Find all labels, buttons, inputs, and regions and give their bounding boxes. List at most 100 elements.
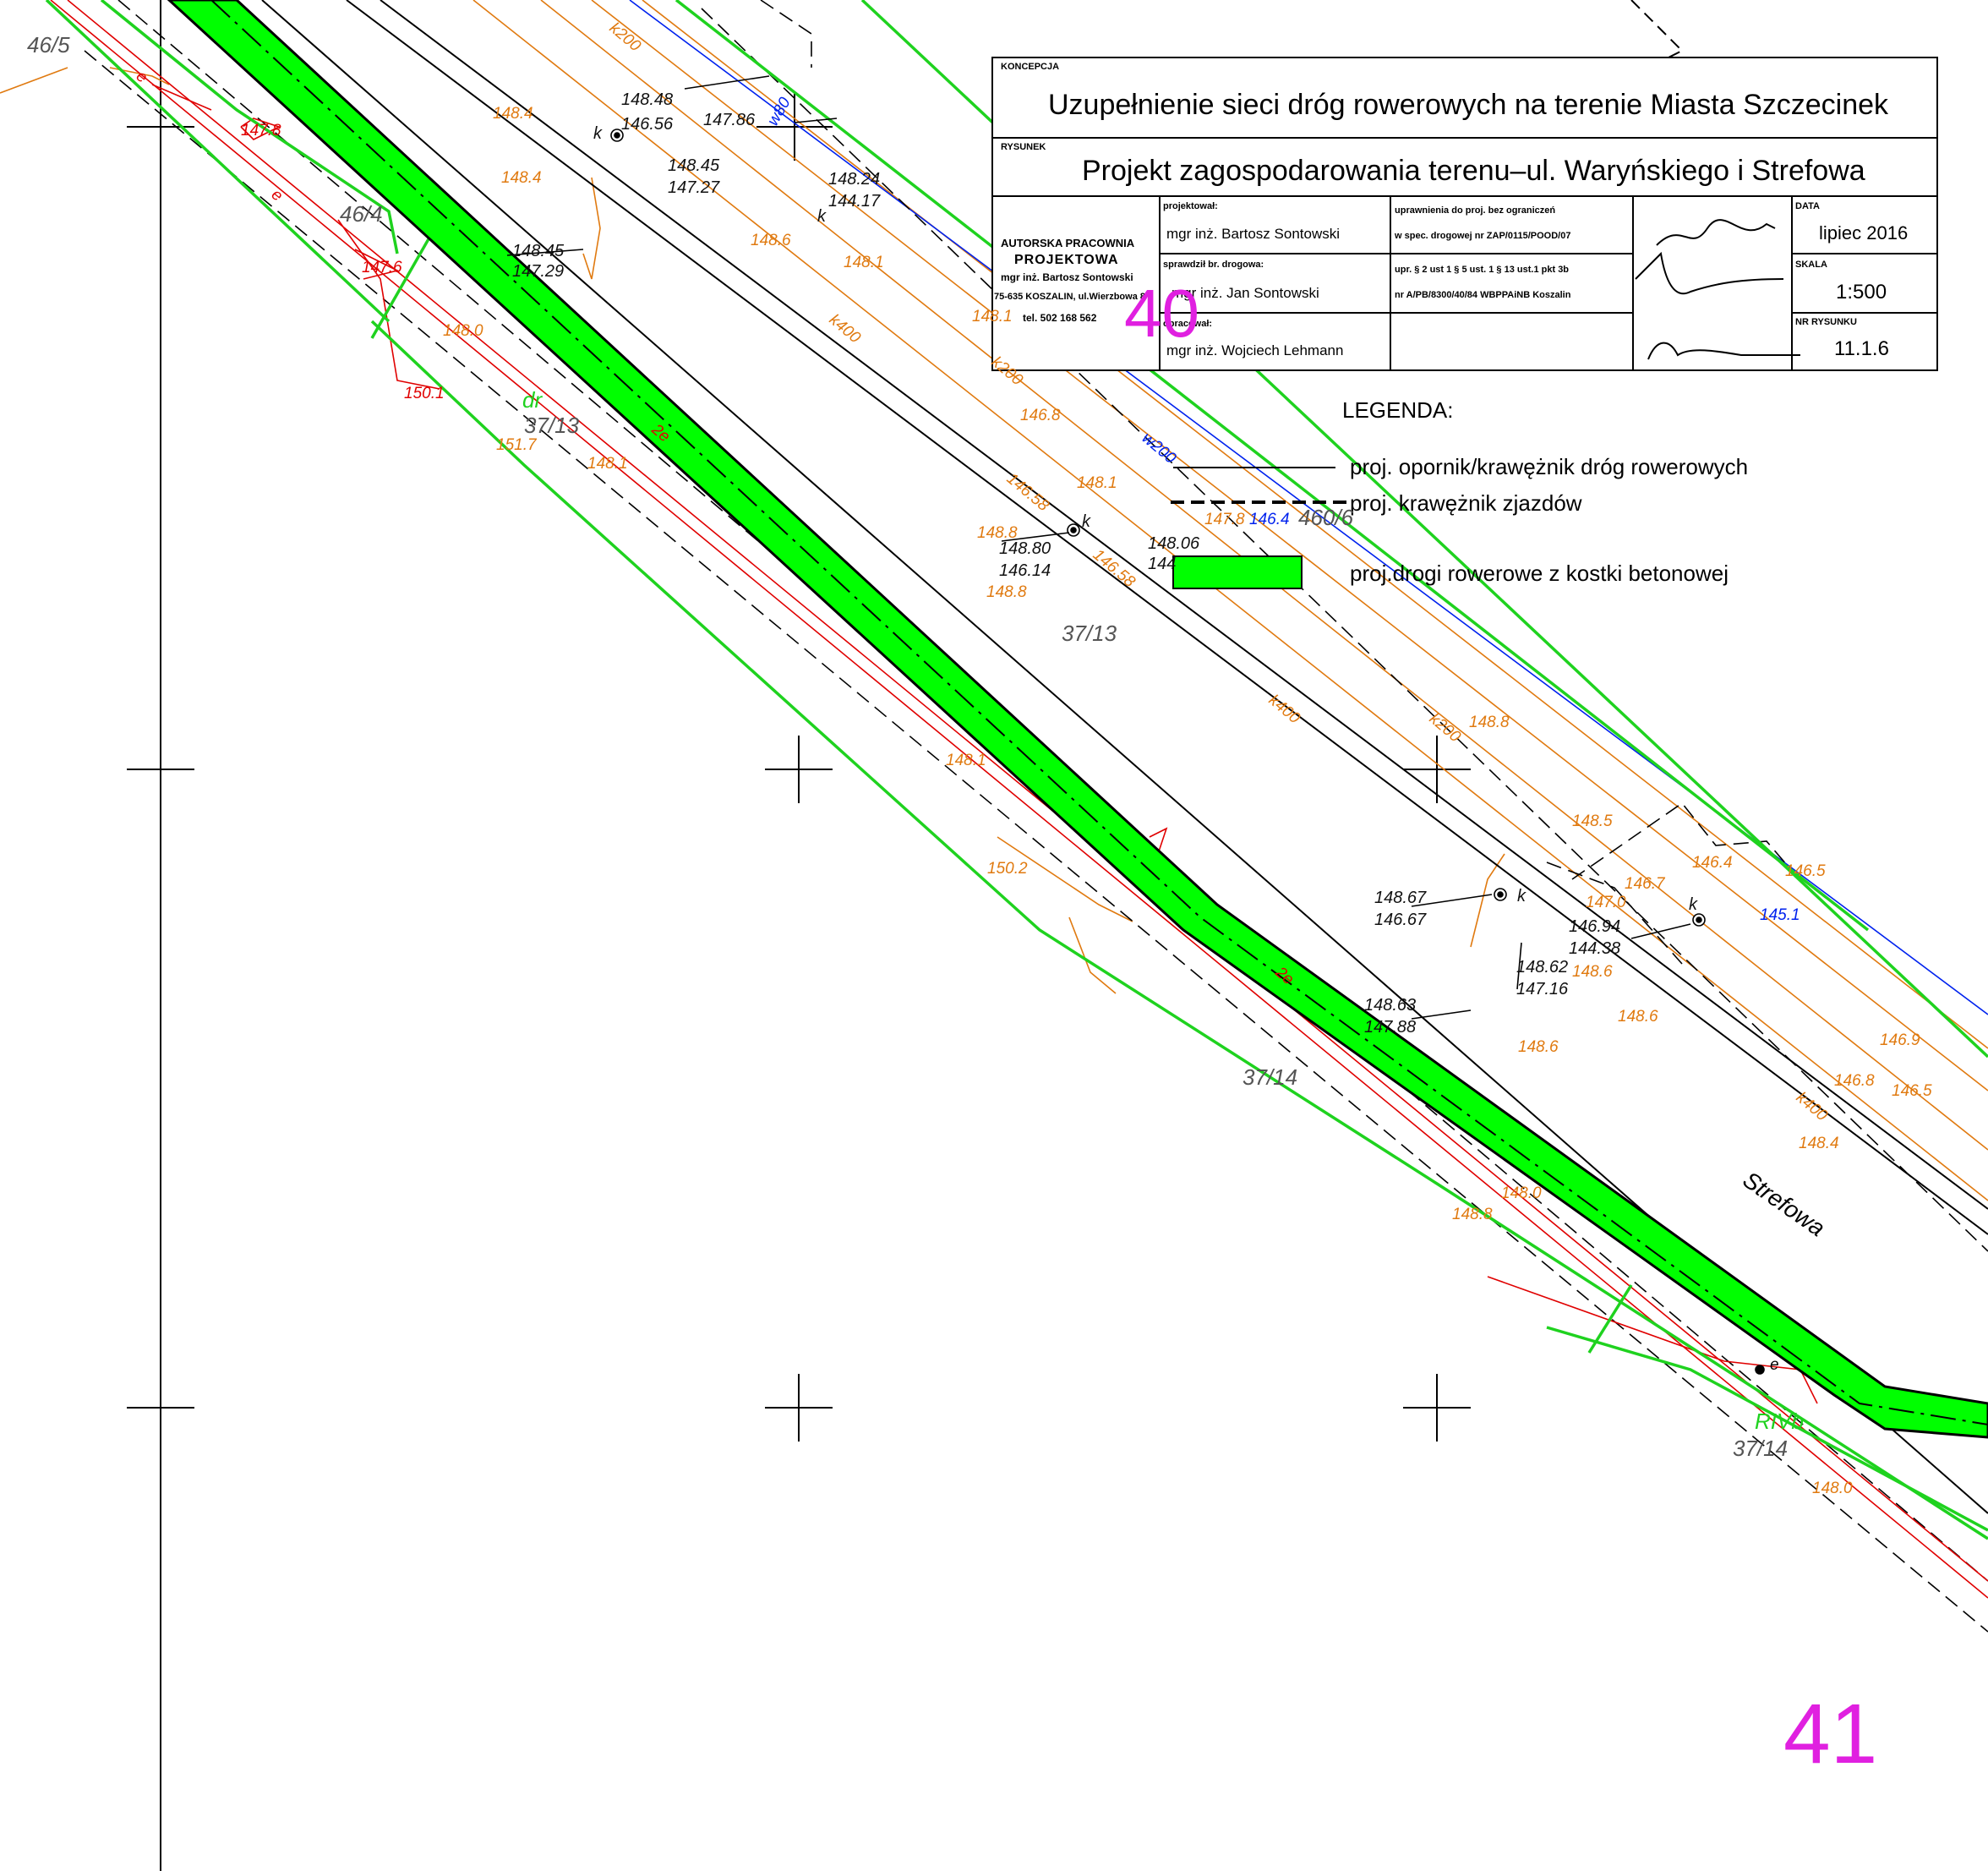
manhole-top: 148.62	[1516, 958, 1568, 977]
elevation-label-blue: 145.1	[1760, 906, 1800, 924]
row1-perm1: uprawnienia do proj. bez ograniczeń	[1395, 205, 1555, 216]
title-block	[991, 57, 1938, 371]
manhole-bottom: 144.38	[1569, 939, 1620, 958]
elevation-label: 146.8	[1834, 1072, 1875, 1090]
elevation-label: 148.1	[972, 308, 1013, 326]
row2-name: mgr inż. Jan Sontowski	[1172, 285, 1319, 301]
elevation-label: 148.6	[1572, 963, 1613, 981]
signatures	[1635, 219, 1800, 360]
bike-path	[167, 0, 1988, 1439]
elevation-label: 148.1	[587, 455, 628, 473]
row1-perm2: w spec. drogowej nr ZAP/0115/POOD/07	[1394, 231, 1570, 241]
legend-bike-path-swatch	[1172, 555, 1303, 589]
manhole-top: 148.67	[1374, 889, 1427, 907]
sheet-number-top: 40	[1124, 276, 1199, 351]
utility-label: k200	[1426, 710, 1464, 747]
row2-perm2: nr A/PB/8300/40/84 WBPPAiNB Koszalin	[1395, 290, 1571, 300]
utility-label: w200	[1139, 429, 1180, 468]
sheet-number-bottom: 41	[1783, 1687, 1877, 1781]
utility-label: k	[1082, 512, 1091, 531]
utility-label: k400	[826, 311, 864, 347]
skala-label: SKALA	[1795, 260, 1827, 270]
elevation-label: 146.4	[1692, 854, 1733, 872]
row3-role: opracował:	[1163, 319, 1212, 329]
elevation-label-red: 150.1	[404, 385, 445, 402]
elevation-label: 148.4	[501, 169, 542, 187]
manhole-top: 148.80	[999, 539, 1051, 558]
elevation-label: 146.8	[1020, 407, 1061, 424]
parcel-label: 37/13	[524, 413, 580, 438]
parcel-label: 37/14	[1733, 1436, 1788, 1461]
manhole-bottom: 146.67	[1374, 911, 1427, 929]
parcel-label: 37/14	[1242, 1064, 1297, 1090]
manhole-level-labels: 148.48 146.56 148.45 147.27 147.86 148.2…	[512, 90, 1620, 1037]
elevation-label: 148.1	[1077, 474, 1117, 492]
utility-label: k	[593, 124, 603, 143]
legend-item-curb: proj. opornik/krawężnik dróg rowerowych	[1350, 454, 1748, 479]
blue-elevations: 146.4 145.1	[1249, 511, 1800, 924]
rysunek-label: RYSUNEK	[1001, 142, 1046, 152]
elevation-label: 147.0	[1586, 894, 1626, 911]
elevation-label: 146.7	[1625, 875, 1666, 893]
elevation-label-red: 147.6	[362, 259, 402, 276]
utility-label: k	[1689, 895, 1698, 914]
elevation-label: 148.6	[1618, 1008, 1658, 1026]
elevation-label: 147.8	[1204, 511, 1245, 528]
elevation-label: 148.4	[493, 105, 533, 123]
elevation-label: 148.5	[1572, 812, 1613, 830]
skala-value: 1:500	[1836, 281, 1887, 304]
utility-label: k	[817, 207, 827, 226]
elevation-label: 148.1	[946, 752, 986, 769]
elevation-label: 148.0	[443, 322, 483, 340]
elevation-label: 148.4	[1799, 1135, 1839, 1152]
orange-elevations: 148.4 148.4 148.6 148.1 148.0 148.1 148.…	[443, 105, 1932, 1497]
koncepcja-label: KONCEPCJA	[1001, 62, 1059, 72]
elevation-label-blue: 146.4	[1249, 511, 1290, 528]
manhole-top: 146.94	[1569, 917, 1620, 936]
parcel-label: dr	[522, 387, 543, 413]
elevation-label: 151.7	[496, 436, 538, 454]
row2-perm1: upr. § 2 ust 1 § 5 ust. 1 § 13 ust.1 pkt…	[1395, 265, 1569, 275]
manhole-top: 148.06	[1148, 534, 1200, 553]
nr-rysunku-label: NR RYSUNKU	[1795, 317, 1857, 327]
utility-label: k200	[606, 19, 644, 56]
parcel-numbers: 46/5 46/4 37/13 37/13 37/14 37/14 460/6 …	[27, 32, 1804, 1461]
legend-title: LEGENDA:	[1342, 397, 1454, 423]
elevation-label: 148.1	[844, 254, 884, 271]
elevation-label: 146.5	[1785, 862, 1826, 880]
elevation-label: 148.0	[1501, 1184, 1542, 1202]
row1-role: projektował:	[1163, 201, 1218, 211]
rysunek-title: Projekt zagospodarowania terenu–ul. Wary…	[1082, 155, 1865, 187]
elevation-label: 148.6	[1518, 1038, 1559, 1056]
data-label: DATA	[1795, 201, 1820, 211]
manhole-top: 147.86	[703, 111, 756, 129]
manhole-bottom: 144	[1148, 555, 1176, 573]
manhole-top: 148.45	[512, 242, 565, 260]
legend-item-bike-path: proj.drogi rowerowe z kostki betonowej	[1350, 561, 1729, 586]
office-line5: tel. 502 168 562	[1023, 312, 1097, 324]
nr-rysunku-value: 11.1.6	[1834, 337, 1889, 360]
manhole-top: 148.45	[668, 156, 720, 175]
manhole-top: 148.63	[1364, 996, 1416, 1015]
manhole-bottom: 147.27	[668, 178, 720, 197]
utility-label: 146.58	[1003, 470, 1052, 516]
parcel-label: 460/6	[1298, 505, 1354, 530]
elevation-label: 148.8	[977, 524, 1018, 542]
street-name: Strefowa	[1739, 1167, 1830, 1242]
red-elevations: 147.8 147.6 150.1	[241, 122, 445, 402]
utility-label: k400	[1265, 692, 1303, 728]
legend-item-driveway-curb: proj. krawężnik zjazdów	[1350, 490, 1582, 516]
elevation-label-red: 147.8	[241, 122, 281, 140]
utility-label: e	[268, 186, 287, 205]
office-line2: PROJEKTOWA	[1014, 253, 1119, 267]
elevation-label: 148.8	[986, 583, 1027, 601]
elevation-label: 148.8	[1452, 1206, 1493, 1223]
manhole-top: 148.48	[621, 90, 673, 109]
elevation-label: 148.8	[1469, 714, 1510, 731]
parcel-label: 46/4	[340, 201, 383, 227]
manhole-bottom: 146.56	[621, 115, 674, 134]
elevation-label: 150.2	[987, 860, 1028, 878]
elevation-label: 146.9	[1880, 1031, 1920, 1049]
elevation-label: 148.0	[1812, 1480, 1853, 1497]
